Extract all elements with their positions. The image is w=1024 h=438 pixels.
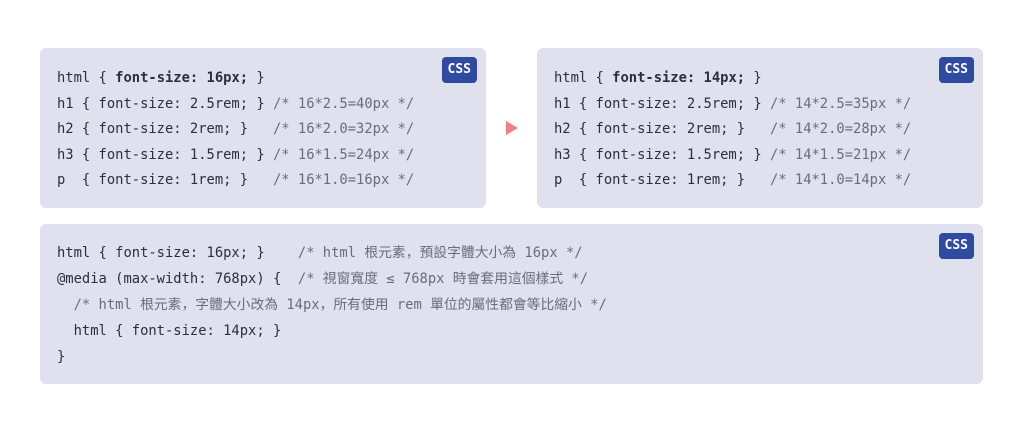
code-pre bbox=[57, 297, 74, 313]
code-line: p { font-size: 1rem; } /* 16*1.0=16px */ bbox=[57, 168, 414, 194]
code-card-rem-14px: CSS html { font-size: 14px; }h1 { font-s… bbox=[537, 48, 983, 208]
code-pre: } bbox=[57, 349, 66, 365]
code-bold: font-size: 16px; bbox=[115, 70, 249, 86]
code-pre: h1 { font-size: 2.5rem; } bbox=[554, 95, 770, 112]
code-pre: @media (max-width: 768px) { bbox=[57, 271, 298, 287]
code-line: html { font-size: 16px; } bbox=[57, 66, 414, 92]
code-pre: html { bbox=[57, 70, 116, 86]
code-comment: /* 16*1.0=16px */ bbox=[272, 172, 415, 189]
code-card-media-query: CSS html { font-size: 16px; } /* html 根元… bbox=[40, 224, 983, 384]
code-line: h2 { font-size: 2rem; } /* 16*2.0=32px *… bbox=[57, 117, 414, 143]
code-post: } bbox=[248, 70, 265, 86]
code-pre: h3 { font-size: 1.5rem; } bbox=[554, 146, 770, 163]
code-comment: /* 14*1.0=14px */ bbox=[769, 172, 912, 189]
code-block: html { font-size: 16px; } /* html 根元素，預設… bbox=[57, 240, 607, 370]
code-pre: p { font-size: 1rem; } bbox=[57, 172, 273, 189]
code-bold: font-size: 14px; bbox=[612, 70, 746, 86]
code-pre: html { font-size: 16px; } bbox=[57, 245, 298, 261]
code-pre: html { bbox=[554, 70, 613, 86]
code-pre: p { font-size: 1rem; } bbox=[554, 172, 770, 189]
css-badge: CSS bbox=[938, 57, 974, 83]
code-pre: h2 { font-size: 2rem; } bbox=[57, 121, 273, 138]
code-comment: /* 14*2.5=35px */ bbox=[769, 95, 912, 112]
code-pre: h1 { font-size: 2.5rem; } bbox=[57, 95, 273, 112]
css-badge: CSS bbox=[441, 57, 477, 83]
code-line: h1 { font-size: 2.5rem; } /* 14*2.5=35px… bbox=[554, 92, 911, 118]
code-line: html { font-size: 14px; } bbox=[554, 66, 911, 92]
code-comment: /* 16*2.5=40px */ bbox=[272, 95, 415, 112]
code-block: html { font-size: 14px; }h1 { font-size:… bbox=[554, 66, 911, 194]
code-pre: html { font-size: 14px; } bbox=[57, 323, 282, 339]
code-comment: /* 14*1.5=21px */ bbox=[769, 146, 912, 163]
code-card-rem-16px: CSS html { font-size: 16px; }h1 { font-s… bbox=[40, 48, 486, 208]
code-line: h1 { font-size: 2.5rem; } /* 16*2.5=40px… bbox=[57, 92, 414, 118]
code-line: /* html 根元素，字體大小改為 14px，所有使用 rem 單位的屬性都會… bbox=[57, 292, 607, 318]
code-line: h3 { font-size: 1.5rem; } /* 14*1.5=21px… bbox=[554, 143, 911, 169]
code-comment: /* 16*2.0=32px */ bbox=[272, 121, 415, 138]
code-line: html { font-size: 16px; } /* html 根元素，預設… bbox=[57, 240, 607, 266]
css-badge: CSS bbox=[938, 233, 974, 259]
code-line: html { font-size: 14px; } bbox=[57, 318, 607, 344]
code-comment: /* html 根元素，字體大小改為 14px，所有使用 rem 單位的屬性都會… bbox=[73, 297, 607, 313]
code-line: p { font-size: 1rem; } /* 14*1.0=14px */ bbox=[554, 168, 911, 194]
code-line: h3 { font-size: 1.5rem; } /* 16*1.5=24px… bbox=[57, 143, 414, 169]
code-comment: /* 14*2.0=28px */ bbox=[769, 121, 912, 138]
code-line: } bbox=[57, 344, 607, 370]
code-post: } bbox=[745, 70, 762, 86]
arrow-right-icon bbox=[506, 121, 518, 135]
code-line: h2 { font-size: 2rem; } /* 14*2.0=28px *… bbox=[554, 117, 911, 143]
code-pre: h2 { font-size: 2rem; } bbox=[554, 121, 770, 138]
code-pre: h3 { font-size: 1.5rem; } bbox=[57, 146, 273, 163]
code-comment: /* 視窗寬度 ≤ 768px 時會套用這個樣式 */ bbox=[297, 271, 589, 287]
code-line: @media (max-width: 768px) { /* 視窗寬度 ≤ 76… bbox=[57, 266, 607, 292]
code-block: html { font-size: 16px; }h1 { font-size:… bbox=[57, 66, 414, 194]
code-comment: /* 16*1.5=24px */ bbox=[272, 146, 415, 163]
code-comment: /* html 根元素，預設字體大小為 16px */ bbox=[297, 245, 583, 261]
